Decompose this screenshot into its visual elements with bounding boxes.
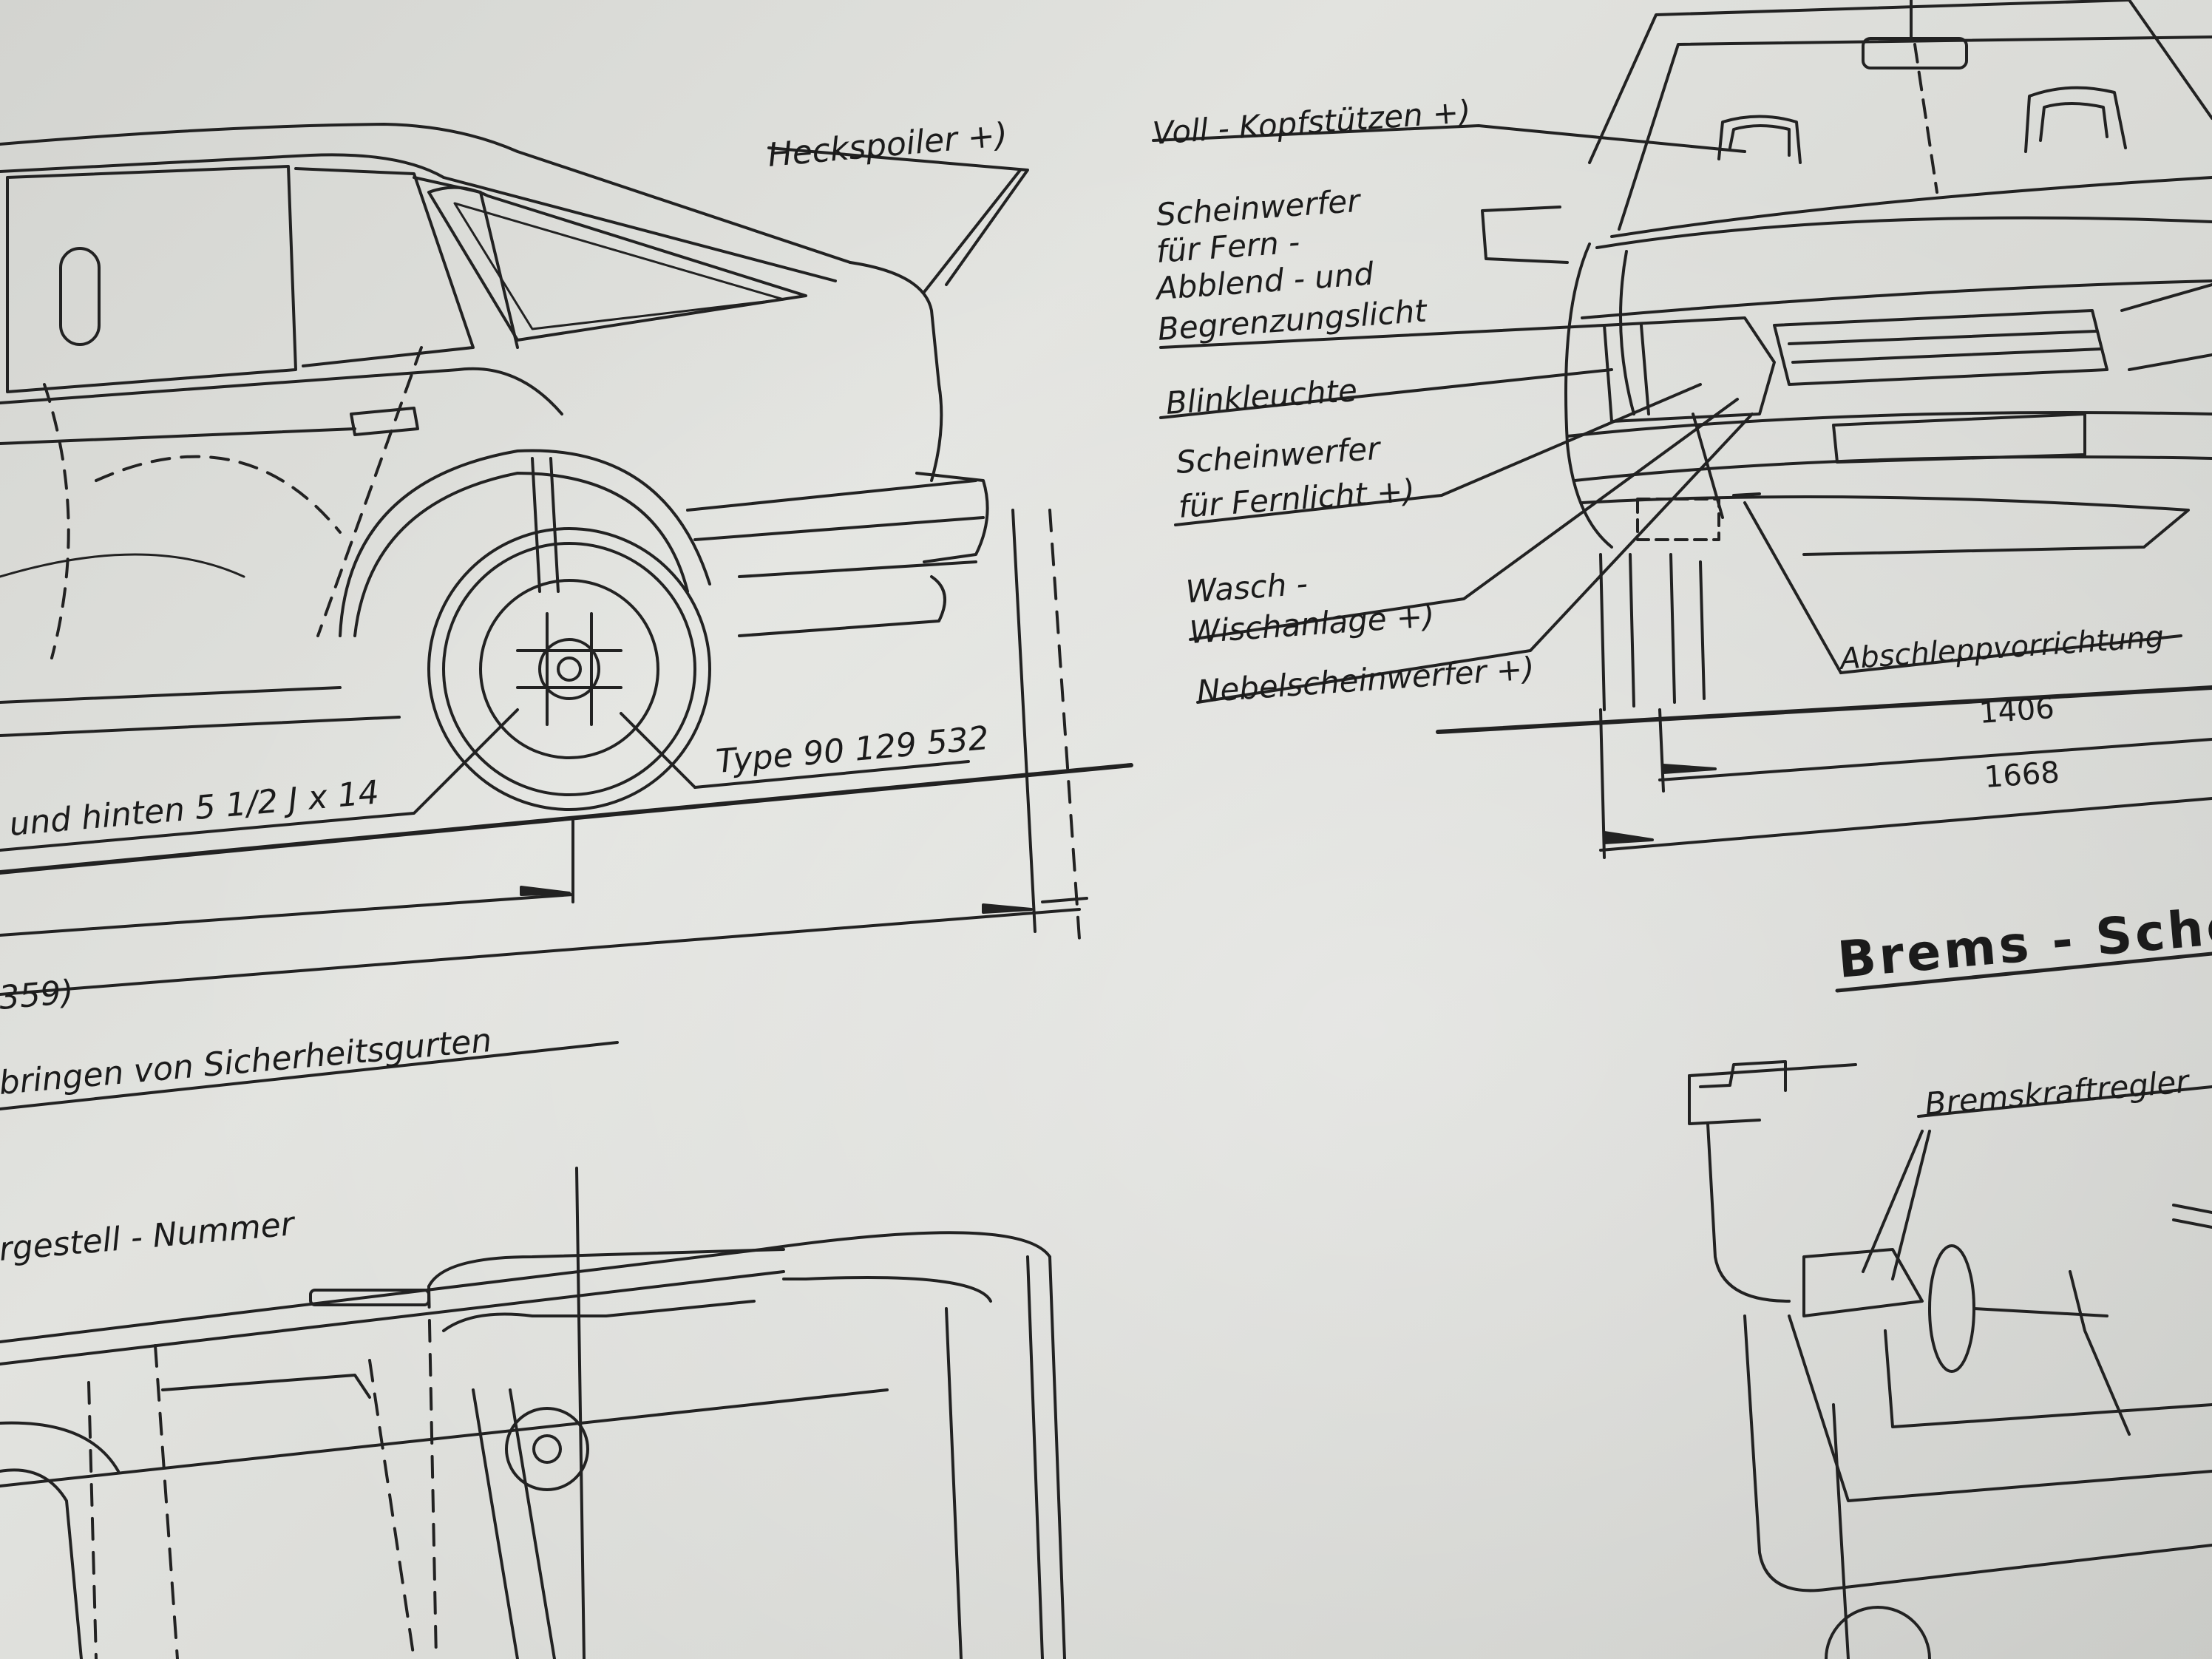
front-view-car [1152, 0, 2212, 859]
label-washer-line-1: Wasch - [1184, 566, 1309, 610]
dimension-overall-width: 1668 [1983, 756, 2060, 795]
bottom-detail [0, 1167, 1066, 1659]
brake-schematic [1688, 951, 2212, 1659]
label-dim-partial: 359) [0, 973, 75, 1017]
dimension-track-width: 1406 [1978, 691, 2055, 730]
side-view-car [0, 123, 1133, 1110]
